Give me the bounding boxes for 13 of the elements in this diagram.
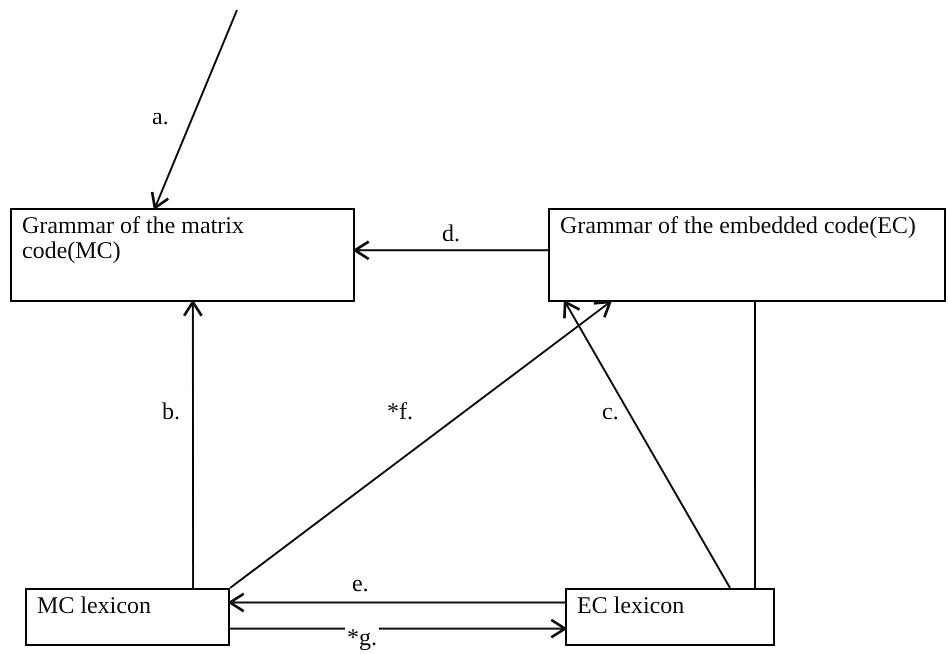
arrow — [229, 300, 612, 589]
connector-line — [754, 302, 756, 588]
arrow — [230, 618, 566, 639]
text-box: MC lexicon — [25, 588, 230, 646]
arrow — [563, 300, 731, 588]
arrow — [228, 592, 565, 613]
arrow — [354, 240, 548, 260]
text-box: EC lexicon — [565, 588, 775, 646]
arrow — [150, 10, 238, 210]
text-box: Grammar of the embedded code(EC) — [548, 208, 946, 302]
text-box: Grammar of the matrix code(MC) — [10, 208, 355, 302]
edge-label: *g. — [345, 626, 379, 650]
arrow — [182, 300, 203, 588]
